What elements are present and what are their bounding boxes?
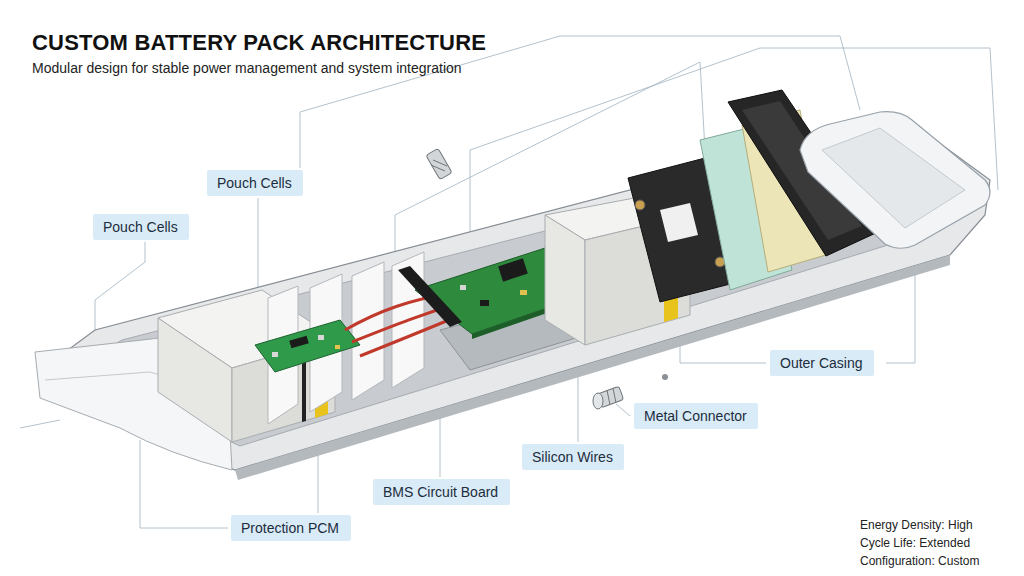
- callout-text: Pouch Cells: [217, 174, 293, 192]
- spec-note: Cycle Life: Extended: [860, 536, 970, 551]
- callout-label: Pouch Cells: [207, 170, 303, 196]
- callout-text: Outer Casing: [780, 354, 864, 372]
- screw: [426, 148, 452, 179]
- callout-text: BMS Circuit Board: [383, 483, 500, 501]
- callout-text: Pouch Cells: [103, 218, 179, 236]
- callout-text: Silicon Wires: [532, 448, 614, 466]
- subtitle: Modular design for stable power manageme…: [32, 60, 462, 76]
- leader-lines: [20, 36, 998, 528]
- title: CUSTOM BATTERY PACK ARCHITECTURE: [32, 30, 486, 56]
- callout-label: BMS Circuit Board: [373, 479, 510, 505]
- spec-note: Energy Density: High: [860, 518, 973, 533]
- callout-label: Metal Connector: [634, 403, 758, 429]
- callout-text: Metal Connector: [644, 407, 748, 425]
- callout-label: Silicon Wires: [522, 444, 624, 470]
- callout-label: Pouch Cells: [93, 214, 189, 240]
- spec-note: Configuration: Custom: [860, 554, 979, 569]
- pouch-cell: [158, 290, 335, 442]
- callout-label: Outer Casing: [770, 350, 874, 376]
- callout-label: Protection PCM: [231, 515, 351, 541]
- callout-text: Protection PCM: [241, 519, 341, 537]
- clear-lid: [800, 112, 990, 249]
- protection-pcm-board: [255, 320, 360, 372]
